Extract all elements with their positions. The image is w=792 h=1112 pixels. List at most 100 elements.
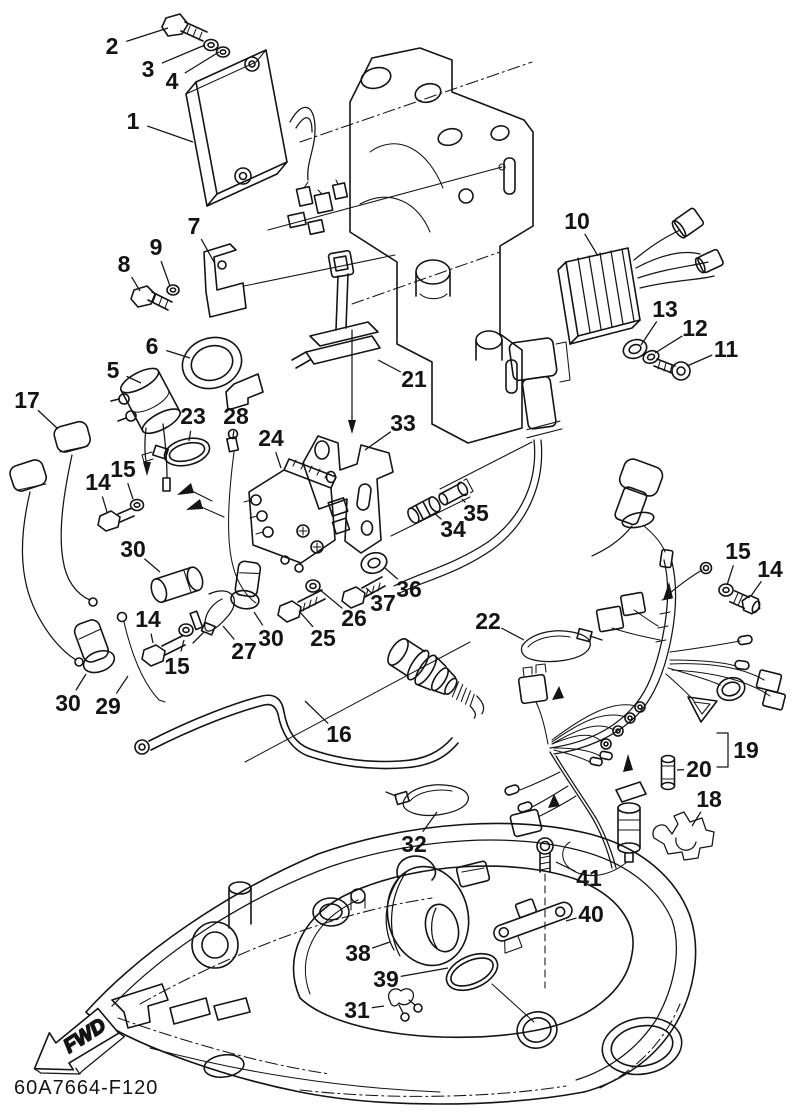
callout-25: 25 bbox=[310, 625, 336, 651]
callout-leader-15 bbox=[726, 565, 734, 586]
callout-leader-30 bbox=[144, 558, 161, 573]
callout-5: 5 bbox=[107, 357, 120, 383]
callout-leader-11 bbox=[686, 354, 713, 367]
callout-12: 12 bbox=[682, 315, 708, 341]
callout-leader-23 bbox=[188, 430, 192, 442]
callout-leader-14 bbox=[150, 633, 154, 644]
callout-leader-31 bbox=[371, 1005, 385, 1009]
callout-leader-25 bbox=[298, 610, 314, 628]
callout-leader-35 bbox=[461, 498, 466, 503]
callout-leader-2 bbox=[126, 27, 169, 43]
callout-leader-36 bbox=[384, 567, 399, 580]
callout-leader-7 bbox=[200, 238, 215, 263]
callout-leader-17 bbox=[37, 409, 59, 430]
callout-4: 4 bbox=[166, 68, 179, 94]
callout-leader-26 bbox=[318, 588, 343, 609]
callout-leader-14 bbox=[750, 580, 762, 597]
main-connector-plug bbox=[387, 638, 485, 719]
bolt41-bracket40 bbox=[493, 837, 573, 989]
callout-40: 40 bbox=[578, 901, 604, 927]
callout-leader-13 bbox=[640, 321, 658, 346]
callout-9: 9 bbox=[150, 234, 163, 260]
cable-ties bbox=[385, 627, 603, 817]
callout-29: 29 bbox=[95, 693, 121, 719]
tie27-ground29-group bbox=[116, 590, 236, 703]
callout-19: 19 bbox=[733, 737, 759, 763]
callout-leader-33 bbox=[364, 431, 392, 451]
callout-23: 23 bbox=[180, 403, 206, 429]
fasteners-center-group bbox=[277, 551, 388, 623]
callout-28: 28 bbox=[223, 403, 249, 429]
callout-3: 3 bbox=[142, 56, 155, 82]
callout-15: 15 bbox=[725, 538, 751, 564]
callout-35: 35 bbox=[463, 500, 489, 526]
callout-leader-38 bbox=[371, 941, 391, 949]
callout-leader-5 bbox=[126, 375, 142, 384]
bolt14-washer15-right bbox=[718, 583, 761, 615]
callout-11: 11 bbox=[714, 336, 739, 362]
bolt-washer-group-top bbox=[161, 13, 231, 58]
callout-15: 15 bbox=[164, 653, 190, 679]
callout-leader-1 bbox=[146, 125, 194, 143]
callout-leader-4 bbox=[184, 51, 220, 74]
callout-14: 14 bbox=[757, 556, 783, 582]
callout-30: 30 bbox=[258, 625, 284, 651]
callout-24: 24 bbox=[258, 425, 284, 451]
callout-16: 16 bbox=[326, 721, 352, 747]
callout-38: 38 bbox=[345, 940, 371, 966]
battery-cable-16 bbox=[134, 641, 471, 770]
clamp-lead-group bbox=[141, 428, 257, 604]
damper-relay-group bbox=[110, 336, 264, 492]
callout-14: 14 bbox=[135, 606, 161, 632]
callout-leader-9 bbox=[160, 260, 171, 287]
callout-leader-22 bbox=[500, 627, 525, 641]
callout-leader-29 bbox=[115, 675, 129, 694]
terminal-block-24 bbox=[243, 458, 351, 573]
callout-leader-3 bbox=[161, 44, 206, 64]
callout-leader-6 bbox=[166, 349, 191, 359]
callout-leader-21 bbox=[377, 359, 402, 373]
callout-30: 30 bbox=[120, 536, 146, 562]
callout-13: 13 bbox=[652, 296, 678, 322]
bottom-cowling-drawing bbox=[85, 822, 697, 1105]
grommet-oring-clip bbox=[385, 855, 535, 1023]
callout-32: 32 bbox=[401, 831, 427, 857]
rectifier-regulator-drawing bbox=[557, 207, 724, 345]
callout-22: 22 bbox=[475, 608, 501, 634]
callout-leader-30 bbox=[75, 673, 87, 691]
callout-leader-14 bbox=[101, 496, 108, 513]
callout-leader-16 bbox=[304, 700, 329, 725]
wire-lead-21 bbox=[291, 249, 381, 434]
callout-21: 21 bbox=[401, 366, 427, 392]
callout-leader-28 bbox=[232, 430, 235, 438]
rubber-boots-30 bbox=[73, 560, 262, 674]
callout-leader-12 bbox=[654, 335, 683, 354]
callout-leader-32 bbox=[422, 811, 438, 833]
wiring-harness-19 bbox=[504, 559, 787, 877]
callout-leader-27 bbox=[222, 625, 235, 640]
callout-14: 14 bbox=[85, 469, 111, 495]
callout-leader-40 bbox=[565, 917, 577, 922]
callout-8: 8 bbox=[118, 251, 131, 277]
callout-leader-8 bbox=[131, 276, 141, 292]
callout-26: 26 bbox=[341, 605, 367, 631]
spark-plug-caps-17 bbox=[9, 420, 98, 667]
callout-20: 20 bbox=[686, 756, 712, 782]
callout-leader-24 bbox=[275, 452, 282, 469]
callout-leader-18 bbox=[691, 811, 702, 827]
fuse-holder-group bbox=[652, 732, 729, 861]
callout-30: 30 bbox=[55, 690, 81, 716]
callout-leader-15 bbox=[180, 639, 185, 652]
callout-15: 15 bbox=[110, 456, 136, 482]
callout-leader-37 bbox=[365, 587, 373, 594]
callout-1: 1 bbox=[127, 108, 140, 134]
callout-41: 41 bbox=[576, 865, 602, 891]
callout-leader-30 bbox=[253, 611, 264, 626]
callout-33: 33 bbox=[390, 410, 416, 436]
engine-bracket-drawing bbox=[299, 47, 534, 444]
callout-leader-10 bbox=[584, 233, 599, 257]
callout-leader-39 bbox=[400, 967, 449, 977]
callout-18: 18 bbox=[696, 786, 722, 812]
